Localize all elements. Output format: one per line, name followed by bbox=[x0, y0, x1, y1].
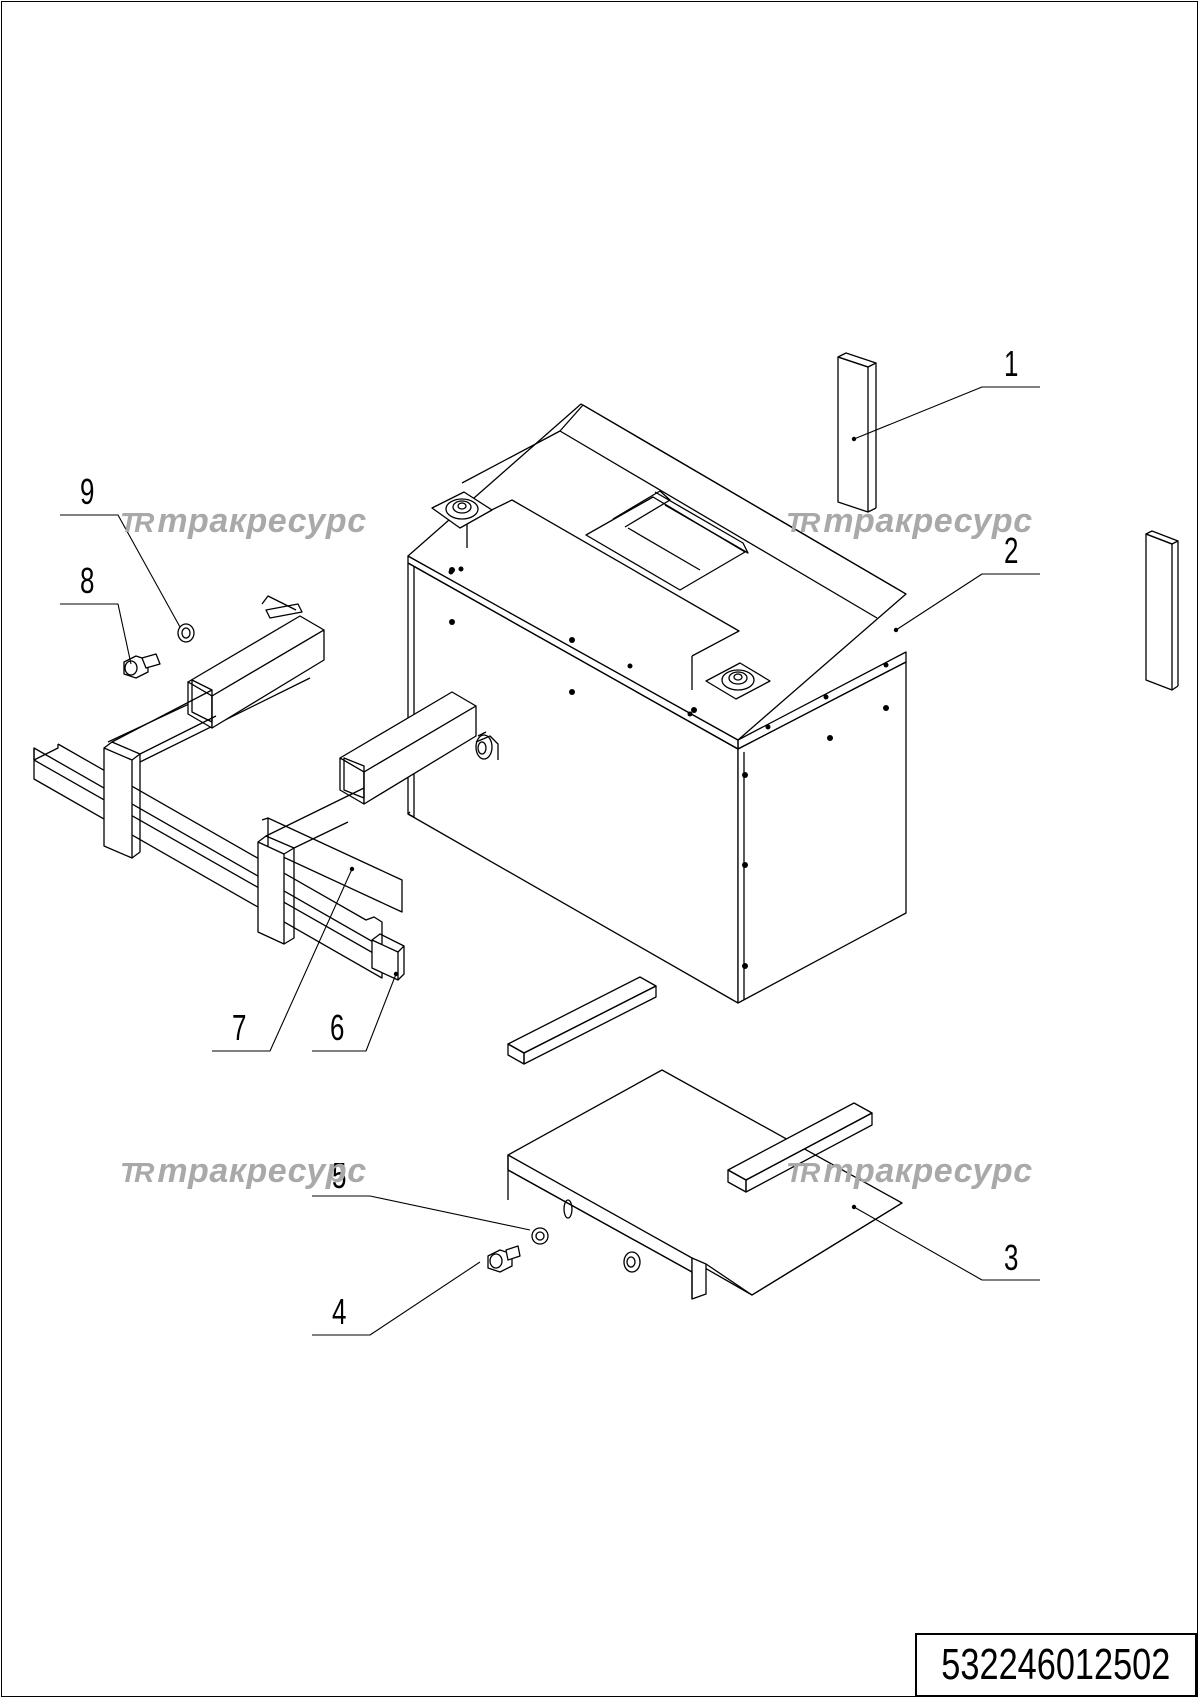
part-7-strip bbox=[261, 817, 403, 913]
callout-1: 1 bbox=[1004, 343, 1019, 384]
part-1-plate bbox=[837, 352, 877, 513]
part-4-bolt bbox=[487, 1245, 521, 1273]
part-1-plate-2 bbox=[1145, 530, 1179, 691]
arm-bolt bbox=[475, 734, 499, 760]
callout-6: 6 bbox=[330, 1007, 345, 1048]
callout-8: 8 bbox=[80, 560, 95, 601]
callout-4: 4 bbox=[332, 1291, 347, 1332]
terminal-right bbox=[705, 662, 771, 700]
callout-7: 7 bbox=[232, 1007, 247, 1048]
part-6-frame bbox=[33, 595, 499, 981]
watermark-logo: TR bbox=[120, 507, 154, 538]
part-5-washer bbox=[531, 1227, 549, 1245]
leader-lines bbox=[60, 386, 1040, 1336]
watermark-logo: TR bbox=[786, 507, 820, 538]
callout-9: 9 bbox=[80, 471, 95, 512]
watermark-logo: TR bbox=[120, 1157, 154, 1188]
terminal-left bbox=[431, 491, 493, 529]
callout-2: 2 bbox=[1004, 530, 1019, 571]
part-9-washer bbox=[177, 623, 195, 643]
callout-3: 3 bbox=[1004, 1237, 1019, 1278]
document-number-box: 532246012502 bbox=[915, 1633, 1197, 1697]
document-number: 532246012502 bbox=[941, 1640, 1171, 1689]
part-2-battery bbox=[407, 403, 907, 1004]
part-3-tray bbox=[507, 1069, 903, 1300]
callout-5: 5 bbox=[332, 1155, 347, 1196]
spacer-strip bbox=[507, 976, 657, 1065]
watermark-logo: TR bbox=[786, 1157, 820, 1188]
